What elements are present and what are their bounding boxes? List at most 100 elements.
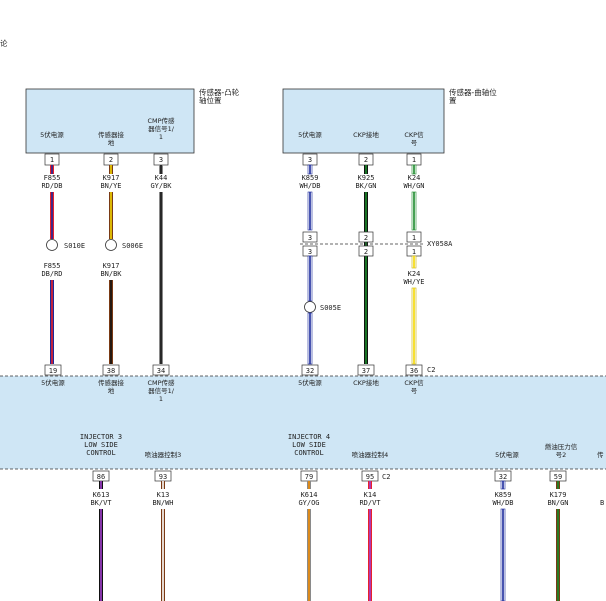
ecm-c2-pin-37[interactable] (357, 364, 375, 376)
ecm-partial-cn: 传 (597, 450, 604, 459)
camshaft-sensor-title-1: 传感器-凸轮 (199, 87, 240, 97)
wire-k917-bn-ye[interactable] (109, 192, 113, 239)
splice-s006e[interactable] (105, 239, 117, 251)
k613-stub (99, 481, 103, 489)
injector4-cn: 喷油器控制4 (352, 450, 389, 459)
wire-k917-bn-bk[interactable] (109, 280, 113, 364)
k179-code: K179 (550, 491, 567, 499)
k13-stub (161, 481, 165, 489)
partial-wire-label: B (600, 499, 604, 507)
injector4-en-3: CONTROL (294, 449, 324, 457)
ckp-wire2-stub (364, 165, 368, 174)
ecm-label-34-1: CMP传感 (147, 378, 175, 387)
splice-s006e-wire-color: BN/BK (100, 270, 122, 278)
k13-color: BN/WH (152, 499, 173, 507)
inline-pin-2-bottom[interactable] (358, 245, 374, 257)
k14-stub (368, 481, 372, 489)
injector3-en-2: LOW SIDE (84, 441, 118, 449)
ckp-pin1-label-2: 号 (411, 139, 418, 147)
injector3-cn: 喷油器控制3 (145, 450, 182, 459)
ckp-wire1-color: WH/DB (299, 182, 320, 190)
wire-k859-wh-db-bottom[interactable] (500, 508, 506, 601)
splice-s010e[interactable] (46, 239, 58, 251)
ecm-label-36-2: 号 (411, 387, 418, 395)
cam-pin-number-3: 3 (159, 156, 163, 164)
ecm-label-32: 5伏电源 (298, 378, 322, 387)
cam-pin3-label-3: 1 (159, 133, 163, 141)
wire-k859-wh-db-to-ecm[interactable] (307, 312, 313, 365)
injector3-en-3: CONTROL (86, 449, 116, 457)
crankshaft-sensor-box[interactable] (282, 88, 445, 154)
wire-k179-bn-gn[interactable] (556, 509, 560, 601)
inline-pin-1-top[interactable] (406, 231, 422, 243)
ecm-c2-pin-36-number: 36 (410, 367, 418, 375)
splice-s005e[interactable] (304, 301, 316, 313)
wire-k925-bk-gn[interactable] (364, 192, 368, 364)
inline-connector-id: XY058A (427, 240, 453, 248)
ecm-c2-pin-38-number: 38 (107, 367, 115, 375)
injector4-en-1: INJECTOR 4 (288, 433, 330, 441)
ecm-c2-pin-38[interactable] (102, 364, 120, 376)
ecm-label-38-2: 地 (108, 386, 115, 395)
wire-k859-wh-db-upper[interactable] (307, 191, 313, 231)
cam-pin2-label-2: 地 (108, 138, 115, 147)
fuel-pressure-cn-1: 燃油压力信 (545, 442, 578, 451)
ecm-module-band[interactable] (0, 376, 606, 469)
ecm-c2-pin-19[interactable] (44, 364, 62, 376)
ckp-wire1-stub (307, 164, 313, 175)
ecm-c2-pin-37-number: 37 (362, 367, 370, 375)
k179-color: BN/GN (547, 499, 568, 507)
inline-pin-2-top[interactable] (358, 231, 374, 243)
wire-f855-db-rd[interactable] (50, 280, 54, 364)
camshaft-sensor-box[interactable] (25, 88, 195, 154)
cam-pin-number-1: 1 (50, 156, 54, 164)
cam-wire2-color: BN/YE (100, 182, 121, 190)
wire-k24-wh-ye-lower[interactable] (411, 287, 417, 365)
wire-f855-rd-db[interactable] (50, 192, 54, 239)
ecm-c2-top-id: C2 (427, 366, 435, 374)
fuel-pressure-cn-2: 号2 (556, 451, 567, 459)
wire-k613-bk-vt[interactable] (99, 509, 103, 601)
inline-pin-3-top[interactable] (302, 231, 318, 243)
cam-wire1-code: F855 (44, 174, 61, 182)
ecm-c2-pin-59-number: 59 (554, 473, 562, 481)
ckp-pin-number-1: 1 (412, 156, 416, 164)
cam-wire3-color: GY/BK (150, 182, 172, 190)
ckp-wire3-stub (411, 164, 417, 175)
cam-wire2-code: K917 (103, 174, 120, 182)
wire-k13-bn-wh[interactable] (161, 509, 165, 601)
cam-pin2-label-1: 传感器接 (98, 130, 125, 139)
k614-color: GY/OG (298, 499, 319, 507)
wire-k24-wh-ye-upper[interactable] (411, 255, 417, 269)
injector3-en-1: INJECTOR 3 (80, 433, 122, 441)
ecm-label-37: CKP接地 (353, 378, 379, 387)
ecm-c2-pin-32-top[interactable] (301, 364, 319, 376)
cam-pin3-label-1: CMP传感 (147, 116, 175, 125)
ecm-c2-pin-86-number: 86 (97, 473, 105, 481)
crankshaft-sensor-title-2: 置 (449, 96, 457, 105)
inline-pin-1-bottom-number: 1 (412, 248, 416, 256)
ecm-c2-pin-19-number: 19 (49, 367, 57, 375)
splice-s010e-label: S010E (64, 242, 85, 250)
wire-k859-wh-db-lower[interactable] (307, 255, 313, 302)
inline-pin-3-top-number: 3 (308, 234, 312, 242)
ecm-5v-supply-cn: 5伏电源 (495, 450, 519, 459)
k859-bottom-color: WH/DB (492, 499, 513, 507)
wire-k44-gy-bk[interactable] (159, 192, 163, 364)
ecm-c2-pin-36[interactable] (405, 364, 423, 376)
inline-wire-k24-color: WH/YE (403, 278, 424, 286)
cam-wire2-stub (109, 165, 113, 174)
ckp-wire3-color: WH/GN (403, 182, 424, 190)
splice-s010e-wire-code: F855 (44, 262, 61, 270)
wire-k24-wh-gn[interactable] (411, 191, 417, 231)
wire-k614-gy-og[interactable] (307, 509, 311, 601)
cam-pin1-label: 5伏电源 (40, 130, 64, 139)
ckp-pin1-label-1: CKP信 (404, 130, 424, 139)
ecm-c2-pin-34[interactable] (152, 364, 170, 376)
k613-code: K613 (93, 491, 110, 499)
ecm-c2-pin-32-top-number: 32 (306, 367, 314, 375)
wire-k14-rd-vt[interactable] (368, 509, 372, 601)
ecm-c2-pin-79-number: 79 (305, 473, 313, 481)
splice-s006e-label: S006E (122, 242, 143, 250)
